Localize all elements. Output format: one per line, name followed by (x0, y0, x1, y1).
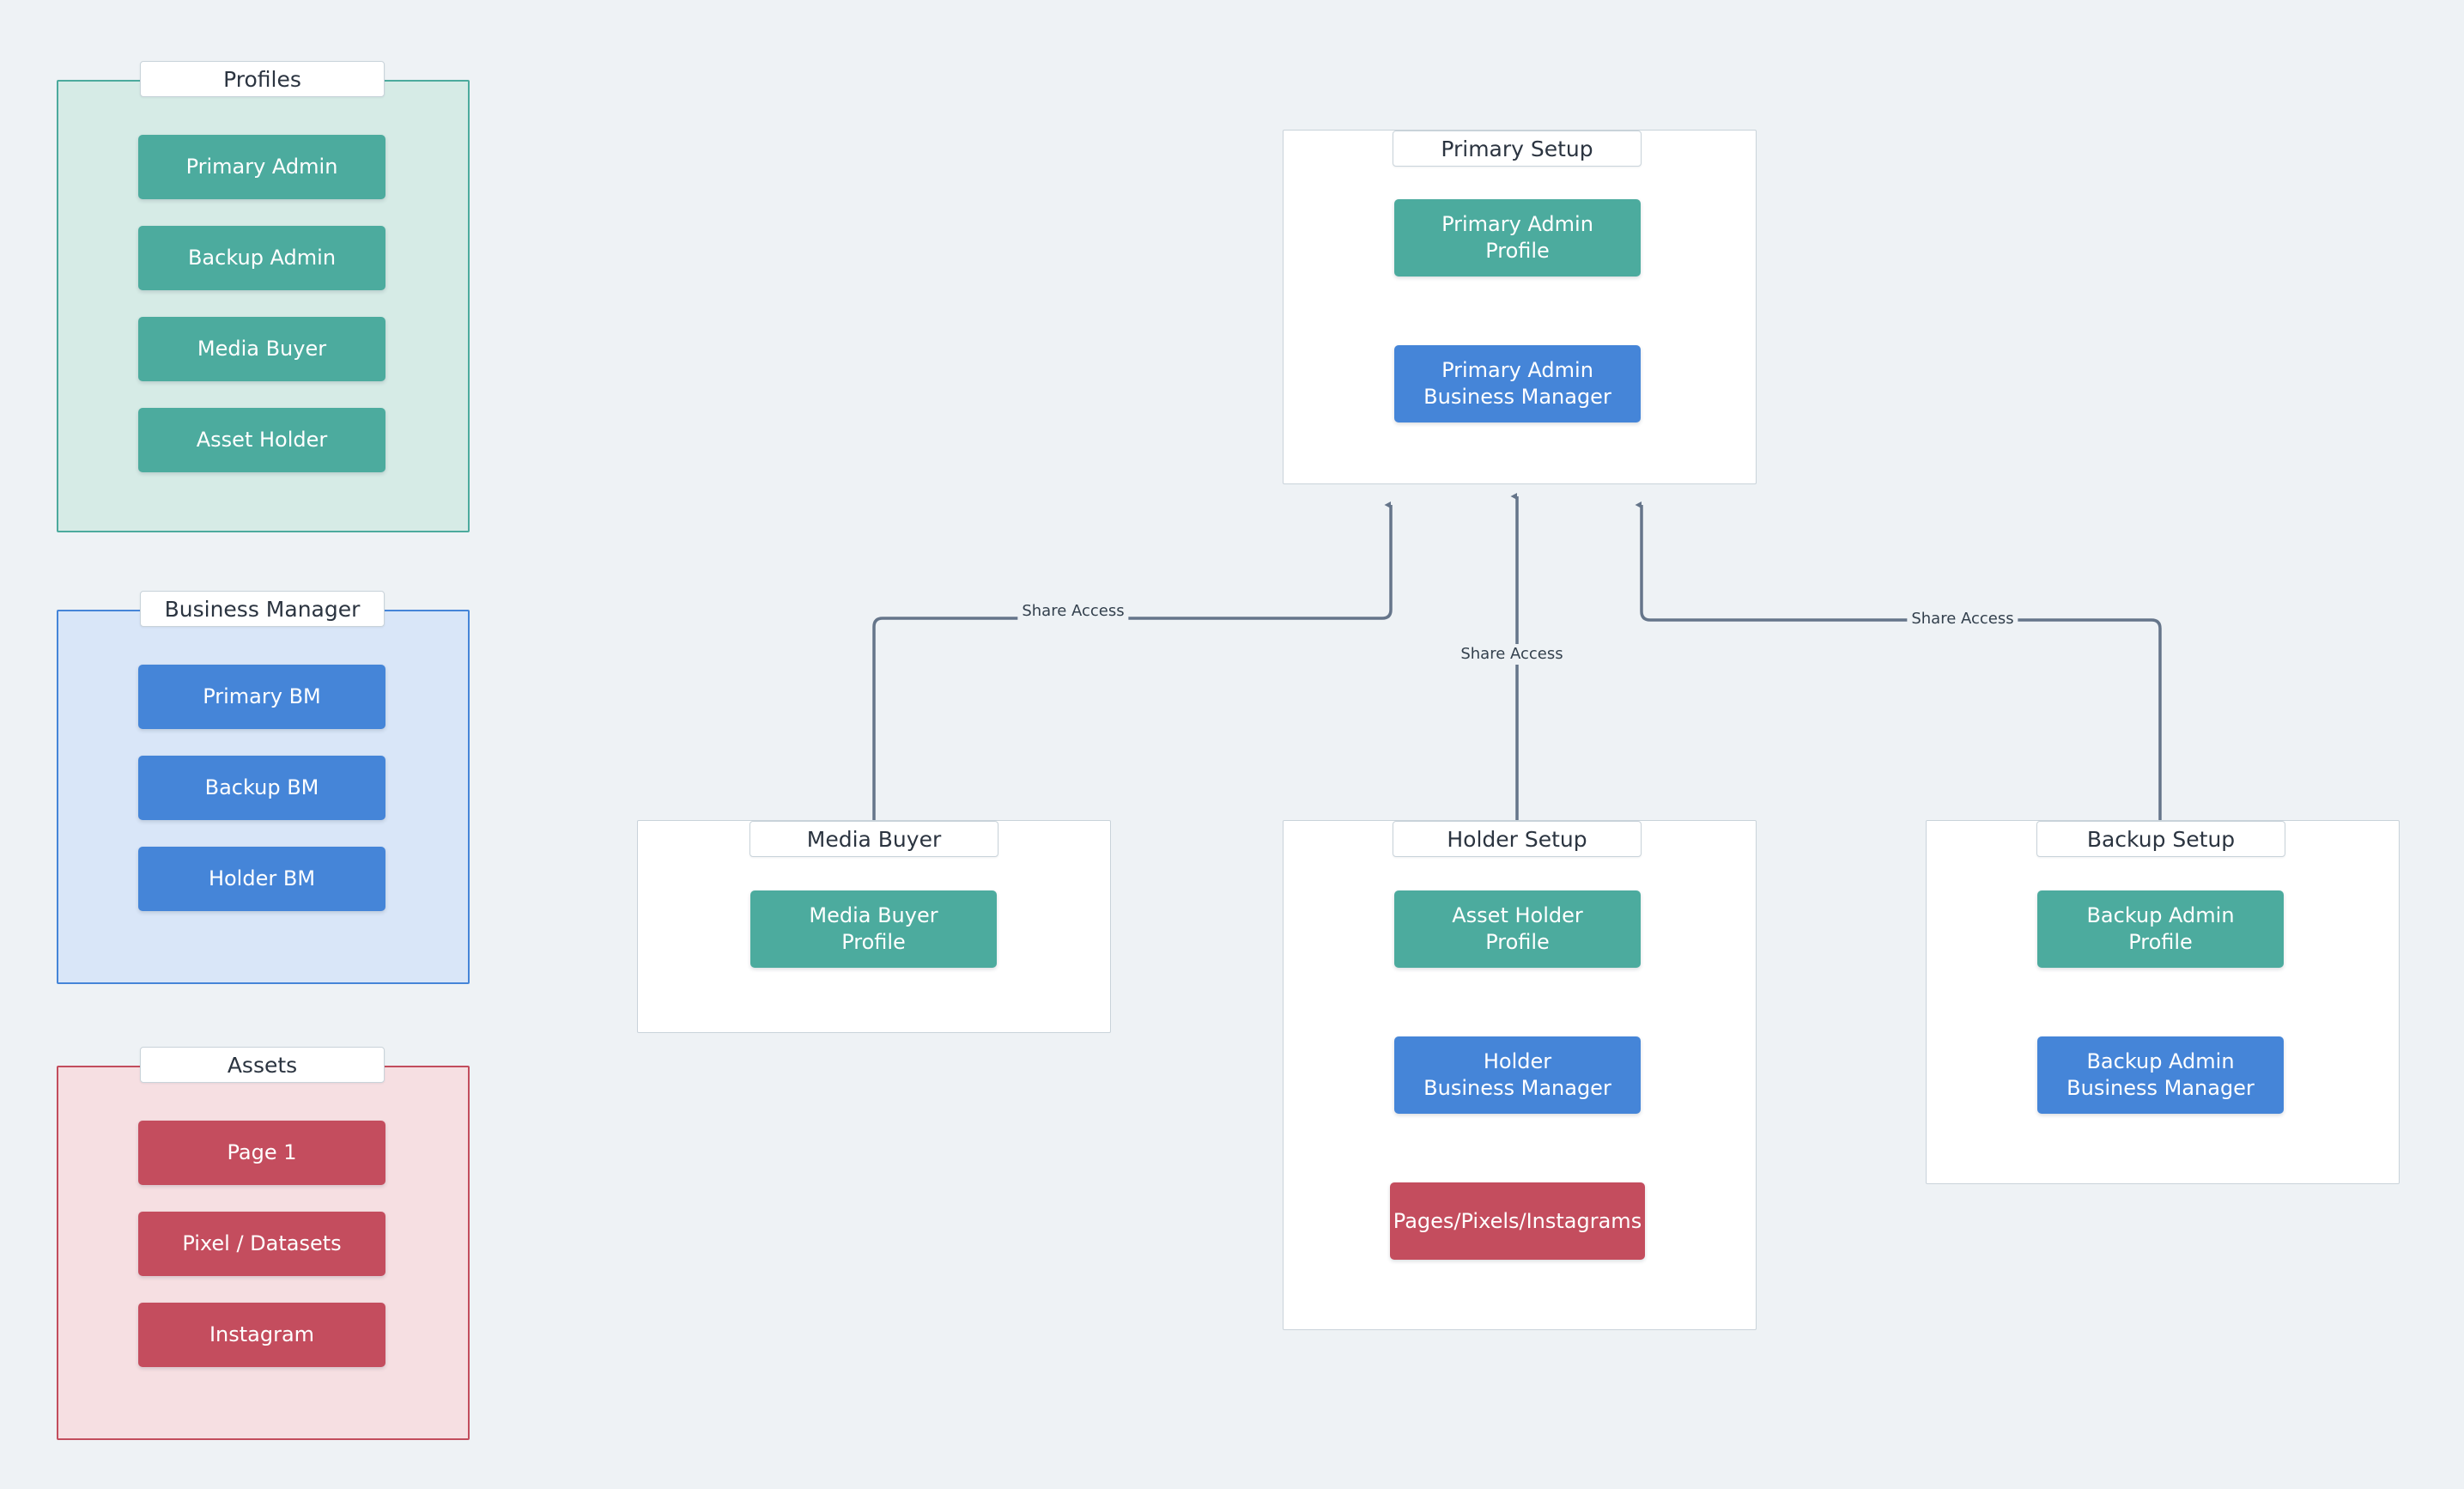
node-label: Pixel / Datasets (182, 1231, 342, 1256)
node-backup-admin-profile[interactable]: Backup Admin (138, 226, 385, 290)
node-holder-setup-business-manager[interactable]: Holder Business Manager (1394, 1036, 1641, 1114)
node-label-line1: Backup Admin (2086, 903, 2235, 928)
cluster-business-manager-label-box: Business Manager (140, 591, 385, 627)
edge-label-share-access-middle: Share Access (1460, 644, 1572, 665)
node-backup-setup-admin-profile[interactable]: Backup Admin Profile (2037, 890, 2284, 968)
node-primary-setup-admin-profile[interactable]: Primary Admin Profile (1394, 199, 1641, 277)
node-label: Holder BM (208, 866, 316, 891)
edge-label-share-access-left: Share Access (1017, 602, 1129, 621)
cluster-primary-setup (1283, 130, 1757, 484)
node-instagram[interactable]: Instagram (138, 1303, 385, 1367)
cluster-primary-setup-label-box: Primary Setup (1393, 131, 1642, 167)
edge-media-buyer-share-access (872, 501, 1393, 824)
cluster-profiles-label: Profiles (223, 66, 301, 92)
cluster-assets-label: Assets (227, 1052, 298, 1078)
node-label-line1: Primary Admin (1441, 358, 1593, 383)
node-label-line2: Profile (2128, 930, 2193, 954)
node-label-line2: Business Manager (2066, 1076, 2255, 1100)
node-primary-setup-admin-bm[interactable]: Primary Admin Business Manager (1394, 345, 1641, 422)
node-label: Backup Admin (187, 246, 337, 270)
cluster-backup-setup-label: Backup Setup (2086, 826, 2236, 852)
node-media-buyer-setup-profile[interactable]: Media Buyer Profile (750, 890, 997, 968)
cluster-holder-setup-label: Holder Setup (1447, 826, 1587, 852)
node-backup-setup-admin-bm[interactable]: Backup Admin Business Manager (2037, 1036, 2284, 1114)
node-primary-admin-profile[interactable]: Primary Admin (138, 135, 385, 199)
cluster-assets-label-box: Assets (140, 1047, 385, 1083)
cluster-media-buyer-label: Media Buyer (806, 826, 942, 852)
node-label: Asset Holder (196, 428, 328, 453)
edge-backup-share-access (1635, 501, 2162, 824)
node-holder-setup-pages-pixels-instagrams[interactable]: Pages/Pixels/Instagrams (1390, 1182, 1645, 1260)
cluster-media-buyer-label-box: Media Buyer (750, 821, 998, 857)
cluster-backup-setup (1926, 820, 2400, 1184)
node-label-line1: Backup Admin (2086, 1049, 2235, 1074)
node-label: Backup BM (204, 775, 319, 800)
node-label-line2: Profile (1485, 930, 1550, 954)
cluster-holder-setup-label-box: Holder Setup (1393, 821, 1642, 857)
node-holder-bm[interactable]: Holder BM (138, 847, 385, 911)
node-label-line1: Primary Admin (1441, 212, 1593, 237)
node-primary-bm[interactable]: Primary BM (138, 665, 385, 729)
cluster-profiles-label-box: Profiles (140, 61, 385, 97)
node-label-line1: Asset Holder (1452, 903, 1583, 928)
node-label-line1: Holder (1483, 1049, 1552, 1074)
node-label: Primary BM (203, 684, 321, 709)
node-label-line2: Business Manager (1423, 385, 1611, 409)
node-label-line1: Pages/Pixels/Instagrams (1393, 1208, 1642, 1233)
edge-label-share-access-right: Share Access (1907, 610, 2018, 629)
node-media-buyer-profile[interactable]: Media Buyer (138, 317, 385, 381)
node-holder-setup-asset-holder-profile[interactable]: Asset Holder Profile (1394, 890, 1641, 968)
node-label-line1: Media Buyer (809, 903, 938, 928)
cluster-business-manager-label: Business Manager (164, 596, 361, 622)
node-label-line2: Profile (841, 930, 906, 954)
node-label: Instagram (209, 1322, 315, 1347)
node-label: Primary Admin (185, 155, 338, 179)
node-label-line2: Profile (1485, 239, 1550, 263)
node-page-1[interactable]: Page 1 (138, 1121, 385, 1185)
cluster-primary-setup-label: Primary Setup (1441, 136, 1593, 161)
node-label: Media Buyer (197, 337, 327, 362)
node-label: Page 1 (227, 1140, 297, 1165)
node-backup-bm[interactable]: Backup BM (138, 756, 385, 820)
node-label-line2: Business Manager (1423, 1076, 1611, 1100)
node-asset-holder-profile[interactable]: Asset Holder (138, 408, 385, 472)
node-pixel-datasets[interactable]: Pixel / Datasets (138, 1212, 385, 1276)
cluster-backup-setup-label-box: Backup Setup (2036, 821, 2285, 857)
